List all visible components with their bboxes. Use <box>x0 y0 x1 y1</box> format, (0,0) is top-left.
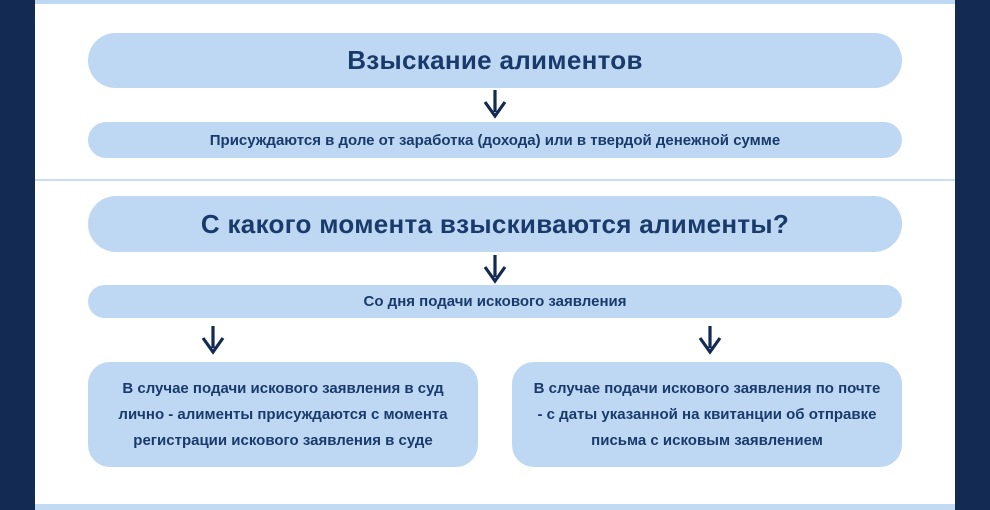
down-arrow-icon <box>692 325 728 355</box>
filing-day-node-box: Со дня подачи искового заявления <box>88 285 902 318</box>
down-arrow-icon <box>477 89 513 119</box>
section-divider <box>35 179 955 181</box>
down-arrow-icon <box>477 254 513 284</box>
main-title-box: Взыскание алиментов <box>88 33 902 88</box>
section2-title-box: С какого момента взыскиваются алименты? <box>88 196 902 252</box>
left-border-bar <box>0 0 35 510</box>
right-border-bar <box>955 0 990 510</box>
flowchart-content: Взыскание алиментов Присуждаются в доле … <box>35 0 955 510</box>
branch-by-mail-box: В случае подачи искового заявления по по… <box>512 362 902 467</box>
bottom-accent-strip <box>35 504 955 510</box>
top-accent-strip <box>35 0 955 4</box>
down-arrow-icon <box>195 325 231 355</box>
branch-in-person-box: В случае подачи искового заявления в суд… <box>88 362 478 467</box>
subtitle-box: Присуждаются в доле от заработка (дохода… <box>88 122 902 158</box>
